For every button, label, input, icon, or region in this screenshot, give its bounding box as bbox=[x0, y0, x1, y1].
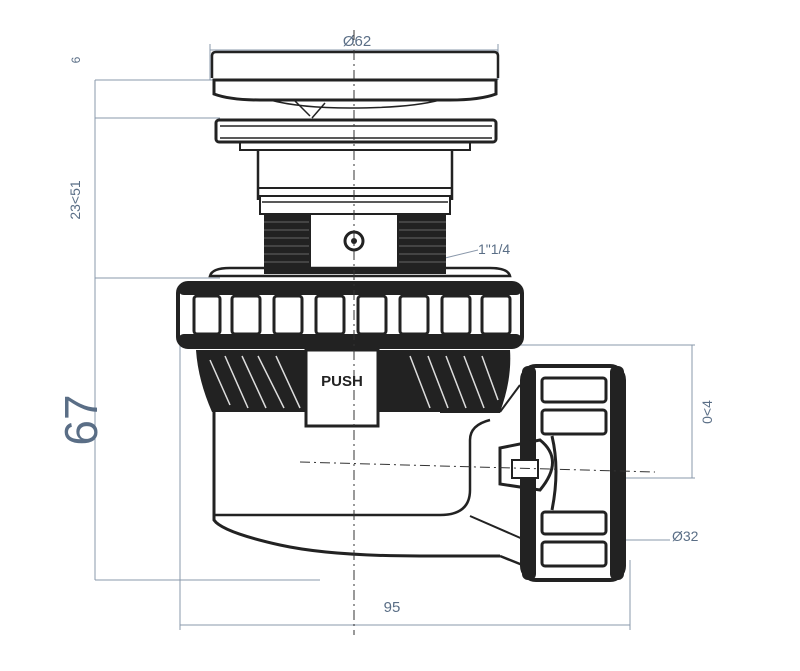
outlet-nut bbox=[498, 364, 626, 582]
dim-thread-text: 1"1/4 bbox=[478, 241, 510, 257]
dim-total-width-text: 95 bbox=[384, 599, 401, 616]
dim-top-diameter-text: Ø62 bbox=[343, 33, 371, 50]
threaded-tube bbox=[264, 213, 446, 274]
dim-total-height-text: 67 bbox=[55, 394, 107, 445]
dim-outlet-offset-text: 0<4 bbox=[699, 400, 715, 424]
dim-left-lines bbox=[94, 79, 320, 581]
dim-total-width: 95 bbox=[179, 300, 631, 630]
push-label: PUSH bbox=[321, 373, 363, 390]
dim-outlet-diameter-text: Ø32 bbox=[672, 528, 699, 544]
dim-cap-height-text: 6 bbox=[69, 56, 83, 63]
pop-up-cap bbox=[210, 50, 500, 119]
flange bbox=[214, 118, 498, 151]
ring-nut bbox=[176, 266, 524, 349]
lower-body bbox=[212, 384, 531, 570]
body-neck bbox=[256, 150, 454, 215]
dim-adjust-range-text: 23<51 bbox=[67, 180, 83, 220]
centre-lines bbox=[299, 30, 656, 635]
knurled-band: PUSH bbox=[196, 348, 511, 428]
dim-outlet-diameter: Ø32 bbox=[615, 528, 699, 544]
dim-thread: 1"1/4 bbox=[444, 241, 510, 259]
